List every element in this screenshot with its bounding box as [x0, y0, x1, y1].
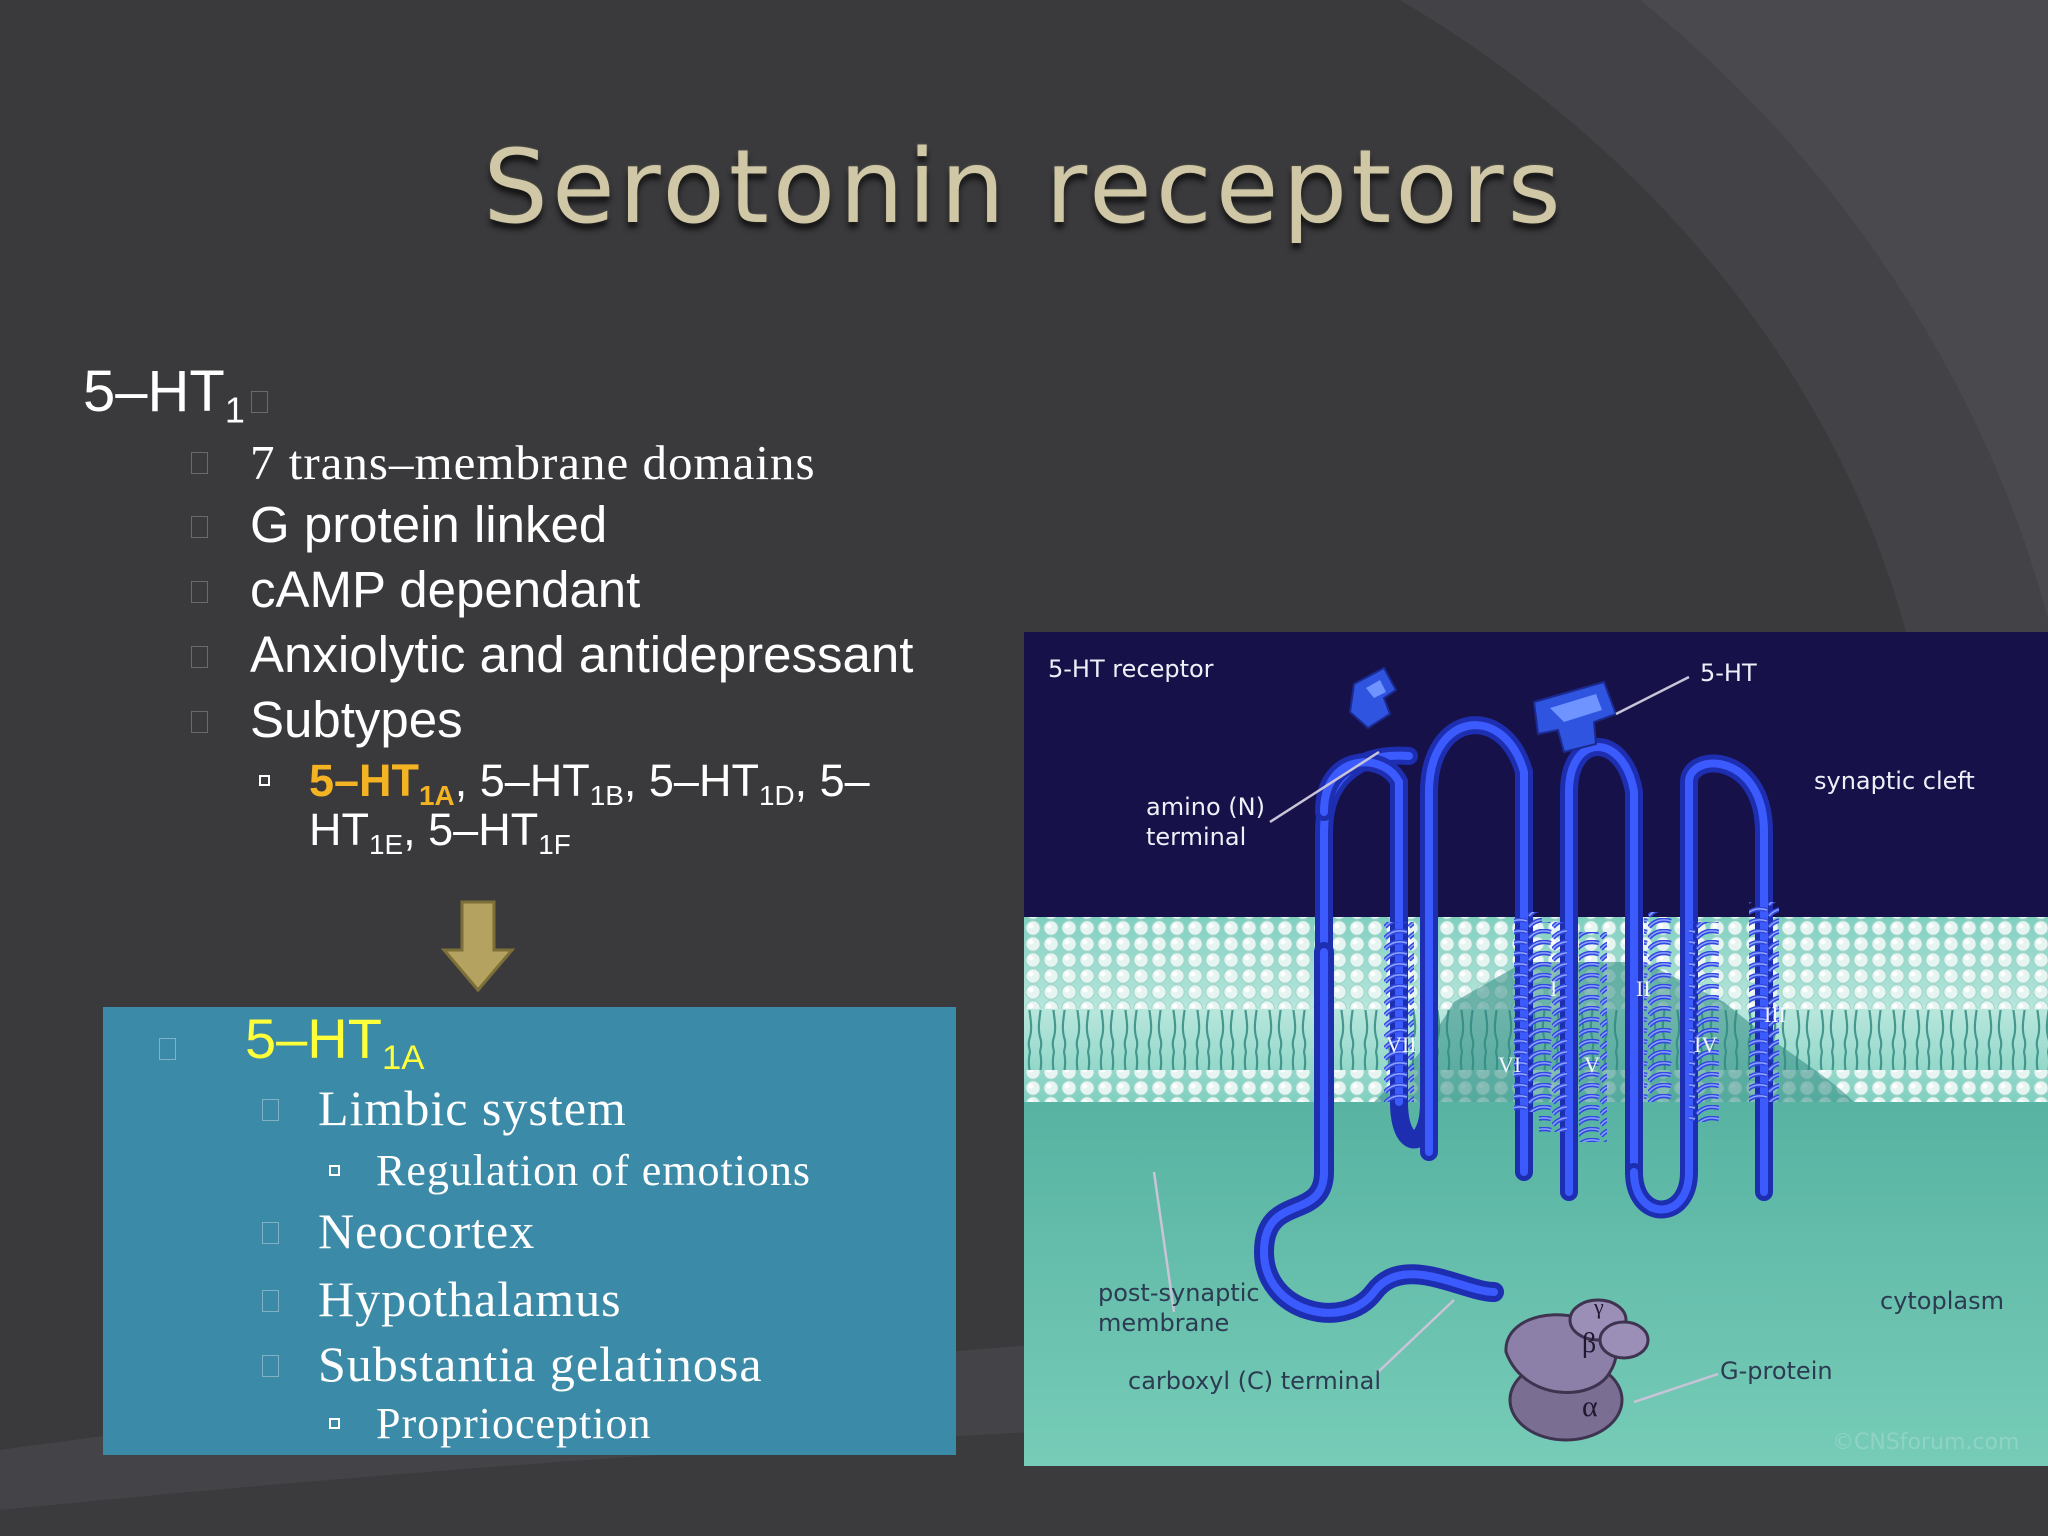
- subtype-1b: 5–HT1B: [479, 755, 624, 811]
- panel-item-proprioception: Proprioception: [376, 1399, 652, 1448]
- panel-item-regulation-of-emotions: Regulation of emotions: [376, 1146, 812, 1195]
- label-post-synaptic-1: post-synaptic: [1098, 1279, 1260, 1307]
- panel-bullet-marker: [262, 1099, 279, 1121]
- label-post-synaptic-2: membrane: [1098, 1309, 1230, 1337]
- subtypes-line-1: 5–HT1A, 5–HT1B, 5–HT1D, 5–: [309, 755, 870, 811]
- bullet-subtypes: Subtypes: [250, 691, 463, 748]
- panel-bullet-marker: [262, 1290, 279, 1312]
- panel-item-substantia-gelatinosa: Substantia gelatinosa: [318, 1336, 763, 1392]
- panel-bullet-marker: [262, 1222, 279, 1244]
- label-amino-terminal-2: terminal: [1146, 823, 1247, 851]
- receptor-protein: [1253, 716, 1773, 1323]
- subunit-gamma: γ: [1594, 1294, 1604, 1319]
- bullet-transmembrane: 7 trans–membrane domains: [250, 435, 816, 490]
- label-leader-lines: [1152, 675, 1719, 1404]
- subunit-beta: β: [1582, 1328, 1597, 1359]
- subtype-1e-start: 5–: [819, 755, 870, 806]
- label-5ht-receptor: 5-HT receptor: [1048, 655, 1214, 683]
- subtype-1e: HT1E: [309, 804, 404, 860]
- subtype-1d: 5–HT1D: [648, 755, 795, 811]
- label-synaptic-cleft: synaptic cleft: [1814, 767, 1975, 795]
- bullet-marker: [191, 581, 208, 603]
- helix-label-vi: VI: [1498, 1052, 1522, 1077]
- panel-bullet-marker: [159, 1038, 176, 1060]
- 5ht1a-panel: [103, 1007, 956, 1455]
- helix-label-i: I: [1550, 976, 1558, 1001]
- heading-5ht1: 5–HT1: [83, 357, 268, 428]
- subtype-1a: 5–HT1A: [309, 755, 455, 811]
- helix-label-vii: VII: [1386, 1032, 1417, 1057]
- slide-title: Serotonin receptors: [483, 128, 1565, 247]
- subtype-1f: 5–HT1F: [428, 804, 571, 860]
- label-amino-terminal-1: amino (N): [1146, 793, 1265, 821]
- helix-label-iii: III: [1764, 1002, 1786, 1027]
- bullet-camp: cAMP dependant: [250, 561, 641, 618]
- panel-item-hypothalamus: Hypothalamus: [318, 1271, 622, 1327]
- g-protein: [1504, 1298, 1650, 1442]
- receptor-figure: 5-HT receptor 5-HT synaptic cleft amino …: [1024, 632, 2048, 1466]
- bullet-marker: [191, 516, 208, 538]
- down-arrow-icon: [440, 900, 516, 993]
- label-5ht: 5-HT: [1700, 659, 1757, 687]
- bullet-anxiolytic: Anxiolytic and antidepressant: [250, 626, 914, 683]
- helix-label-ii: II: [1636, 976, 1651, 1001]
- bullet-marker: [191, 452, 208, 474]
- figure-copyright: ©CNSforum.com: [1832, 1430, 2020, 1455]
- panel-heading-5ht1a: 5–HT1A: [245, 1007, 425, 1078]
- label-g-protein: G-protein: [1720, 1357, 1833, 1385]
- label-cytoplasm: cytoplasm: [1880, 1287, 2004, 1315]
- helix-label-v: V: [1584, 1052, 1600, 1077]
- transmembrane-helices: [1384, 902, 1779, 1142]
- label-carboxyl-terminal: carboxyl (C) terminal: [1128, 1367, 1382, 1395]
- heading-end-glyph: [250, 391, 268, 413]
- heading-text: 5–HT: [83, 359, 225, 424]
- bullet-marker: [191, 646, 208, 668]
- bullet-g-protein: G protein linked: [250, 496, 608, 553]
- serotonin-molecules: [1348, 666, 1618, 754]
- background-swoosh-inner: [1640, 0, 2048, 620]
- helix-label-iv: IV: [1694, 1032, 1718, 1057]
- panel-item-limbic-system: Limbic system: [318, 1080, 627, 1136]
- panel-sub-bullet-marker: [329, 1418, 340, 1429]
- sub-bullet-marker: [259, 775, 270, 786]
- subunit-alpha: α: [1582, 1390, 1598, 1423]
- panel-sub-bullet-marker: [329, 1165, 340, 1176]
- subtypes-line-2: HT1E, 5–HT1F: [309, 804, 571, 860]
- panel-bullet-marker: [262, 1355, 279, 1377]
- heading-subscript: 1: [224, 389, 245, 431]
- bullet-marker: [191, 711, 208, 733]
- panel-item-neocortex: Neocortex: [318, 1203, 536, 1259]
